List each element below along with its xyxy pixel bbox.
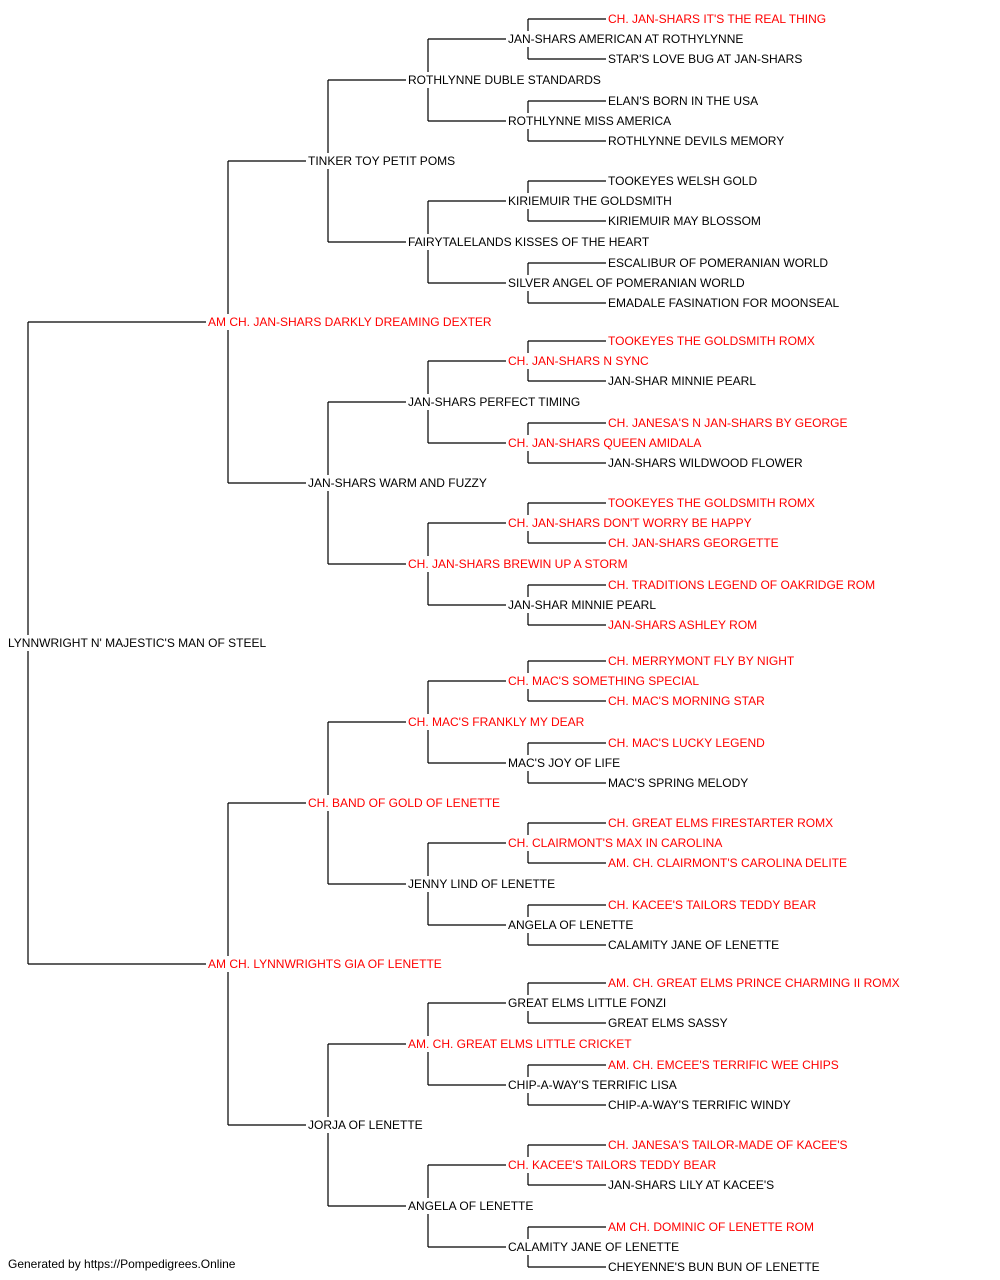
dog-name: CH. JAN-SHARS N SYNC <box>508 354 649 368</box>
dog-name: JAN-SHARS WILDWOOD FLOWER <box>608 456 803 470</box>
dog-name: GREAT ELMS LITTLE FONZI <box>508 996 666 1010</box>
dog-name: AM CH. JAN-SHARS DARKLY DREAMING DEXTER <box>208 315 492 329</box>
dog-name: CALAMITY JANE OF LENETTE <box>508 1240 679 1254</box>
dog-name: JORJA OF LENETTE <box>308 1118 423 1132</box>
dog-name: CH. KACEE'S TAILORS TEDDY BEAR <box>508 1158 716 1172</box>
dog-name: AM CH. DOMINIC OF LENETTE ROM <box>608 1220 814 1234</box>
dog-name: CH. MAC'S LUCKY LEGEND <box>608 736 765 750</box>
dog-name: AM. CH. CLAIRMONT'S CAROLINA DELITE <box>608 856 847 870</box>
dog-name: ANGELA OF LENETTE <box>408 1199 533 1213</box>
dog-name: ROTHLYNNE DEVILS MEMORY <box>608 134 784 148</box>
dog-name: CH. KACEE'S TAILORS TEDDY BEAR <box>608 898 816 912</box>
dog-name: MAC'S JOY OF LIFE <box>508 756 620 770</box>
dog-name: CH. JAN-SHARS GEORGETTE <box>608 536 779 550</box>
dog-name: CH. MAC'S MORNING STAR <box>608 694 765 708</box>
dog-name: GREAT ELMS SASSY <box>608 1016 728 1030</box>
dog-name: KIRIEMUIR THE GOLDSMITH <box>508 194 672 208</box>
dog-name: CH. MERRYMONT FLY BY NIGHT <box>608 654 795 668</box>
dog-name: SILVER ANGEL OF POMERANIAN WORLD <box>508 276 745 290</box>
dog-name: CH. TRADITIONS LEGEND OF OAKRIDGE ROM <box>608 578 875 592</box>
dog-name: ESCALIBUR OF POMERANIAN WORLD <box>608 256 828 270</box>
dog-name: CH. JANESA'S TAILOR-MADE OF KACEE'S <box>608 1138 848 1152</box>
dog-name: JAN-SHARS ASHLEY ROM <box>608 618 757 632</box>
dog-name: CH. JAN-SHARS IT'S THE REAL THING <box>608 12 826 26</box>
dog-name: MAC'S SPRING MELODY <box>608 776 748 790</box>
dog-name: CH. JAN-SHARS BREWIN UP A STORM <box>408 557 628 571</box>
dog-name: JAN-SHARS PERFECT TIMING <box>408 395 580 409</box>
dog-name: CH. CLAIRMONT'S MAX IN CAROLINA <box>508 836 722 850</box>
dog-name: CH. MAC'S SOMETHING SPECIAL <box>508 674 699 688</box>
dog-name: CH. MAC'S FRANKLY MY DEAR <box>408 715 585 729</box>
dog-name: TOOKEYES THE GOLDSMITH ROMX <box>608 334 815 348</box>
dog-name: ROTHLYNNE MISS AMERICA <box>508 114 671 128</box>
dog-name: TOOKEYES WELSH GOLD <box>608 174 757 188</box>
dog-name: EMADALE FASINATION FOR MOONSEAL <box>608 296 839 310</box>
dog-name: FAIRYTALELANDS KISSES OF THE HEART <box>408 235 650 249</box>
dog-name: CH. JAN-SHARS DON'T WORRY BE HAPPY <box>508 516 752 530</box>
dog-name: AM. CH. EMCEE'S TERRIFIC WEE CHIPS <box>608 1058 839 1072</box>
dog-name: AM CH. LYNNWRIGHTS GIA OF LENETTE <box>208 957 442 971</box>
dog-name: CH. JANESA'S N JAN-SHARS BY GEORGE <box>608 416 847 430</box>
dog-name: CHIP-A-WAY'S TERRIFIC LISA <box>508 1078 677 1092</box>
dog-name: ROTHLYNNE DUBLE STANDARDS <box>408 73 601 87</box>
dog-name: AM. CH. GREAT ELMS LITTLE CRICKET <box>408 1037 632 1051</box>
dog-name: LYNNWRIGHT N' MAJESTIC'S MAN OF STEEL <box>8 636 266 650</box>
dog-name: JAN-SHARS AMERICAN AT ROTHYLYNNE <box>508 32 743 46</box>
dog-name: JAN-SHARS WARM AND FUZZY <box>308 476 487 490</box>
dog-name: TINKER TOY PETIT POMS <box>308 154 455 168</box>
dog-name: JAN-SHAR MINNIE PEARL <box>508 598 656 612</box>
dog-name: CH. GREAT ELMS FIRESTARTER ROMX <box>608 816 833 830</box>
dog-name: AM. CH. GREAT ELMS PRINCE CHARMING II RO… <box>608 976 900 990</box>
dog-name: JAN-SHARS LILY AT KACEE'S <box>608 1178 774 1192</box>
dog-name: CHEYENNE'S BUN BUN OF LENETTE <box>608 1260 820 1274</box>
dog-name: JENNY LIND OF LENETTE <box>408 877 555 891</box>
dog-name: ELAN'S BORN IN THE USA <box>608 94 758 108</box>
dog-name: ANGELA OF LENETTE <box>508 918 633 932</box>
footer-credit: Generated by https://Pompedigrees.Online <box>8 1257 236 1271</box>
dog-name: KIRIEMUIR MAY BLOSSOM <box>608 214 761 228</box>
dog-name: TOOKEYES THE GOLDSMITH ROMX <box>608 496 815 510</box>
dog-name: STAR'S LOVE BUG AT JAN-SHARS <box>608 52 802 66</box>
dog-name: CH. BAND OF GOLD OF LENETTE <box>308 796 500 810</box>
dog-name: JAN-SHAR MINNIE PEARL <box>608 374 756 388</box>
dog-name: CHIP-A-WAY'S TERRIFIC WINDY <box>608 1098 791 1112</box>
dog-name: CALAMITY JANE OF LENETTE <box>608 938 779 952</box>
dog-name: CH. JAN-SHARS QUEEN AMIDALA <box>508 436 701 450</box>
